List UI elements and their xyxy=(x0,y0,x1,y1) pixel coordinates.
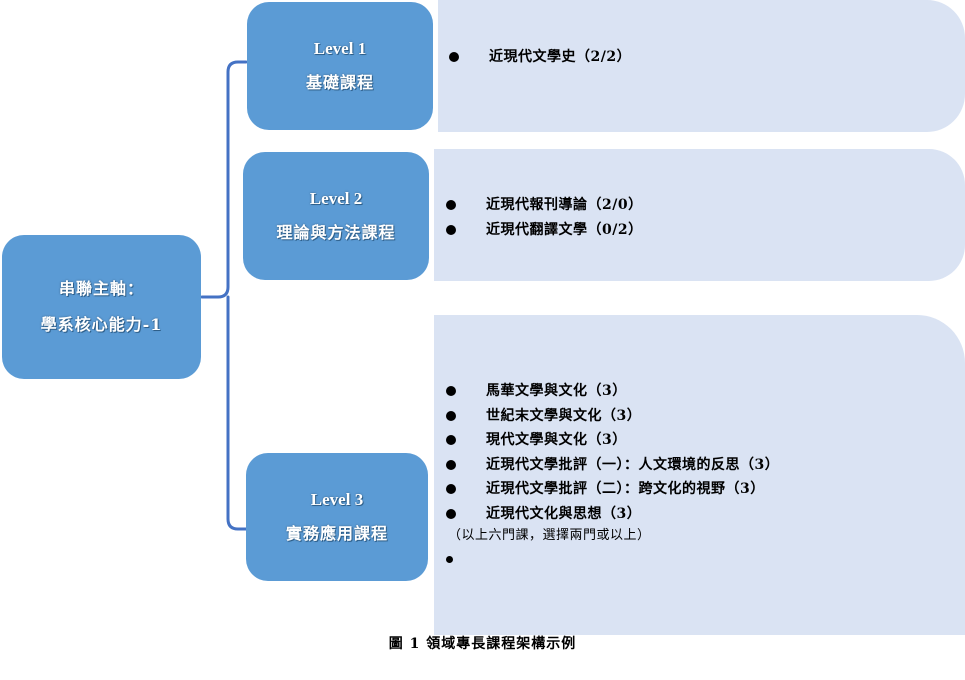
list-item: 近現代報刊導論（2/0） xyxy=(446,193,643,218)
empty-bullet-icon xyxy=(446,556,453,563)
level3-label: Level 3 xyxy=(310,490,364,509)
root-node: 串聯主軸： 學系核心能力-1 xyxy=(2,235,201,379)
bracket-line xyxy=(200,60,248,531)
list-item: 近現代文學批評（一）：人文環境的反思（3） xyxy=(446,453,779,478)
bullet-icon xyxy=(446,484,456,494)
list-item: 近現代文學批評（二）：跨文化的視野（3） xyxy=(446,477,779,502)
list-item: 近現代翻譯文學（0/2） xyxy=(446,218,643,243)
list-item: 近現代文學史（2/2） xyxy=(449,45,631,70)
level1-course-list: 近現代文學史（2/2） xyxy=(449,45,631,70)
figure-caption: 圖 1 領域專長課程架構示例 xyxy=(388,636,577,652)
bullet-icon xyxy=(449,52,459,62)
level3-course-list: 馬華文學與文化（3） 世紀末文學與文化（3） 現代文學與文化（3） 近現代文學批… xyxy=(446,379,779,526)
level2-course-panel xyxy=(434,149,965,281)
level3-selection-note: （以上六門課，選擇兩門或以上） xyxy=(448,528,651,543)
level3-name: 實務應用課程 xyxy=(285,524,388,543)
bullet-icon xyxy=(446,410,456,421)
bullet-icon xyxy=(446,200,456,210)
level2-node: Level 2 理論與方法課程 xyxy=(243,152,429,280)
bullet-icon xyxy=(446,508,456,519)
list-item: 世紀末文學與文化（3） xyxy=(446,404,779,429)
list-item: 馬華文學與文化（3） xyxy=(446,379,779,404)
bullet-icon xyxy=(446,435,456,445)
list-item: 現代文學與文化（3） xyxy=(446,428,779,453)
root-subtitle: 學系核心能力-1 xyxy=(40,315,163,334)
level1-label: Level 1 xyxy=(313,39,367,58)
root-title: 串聯主軸： xyxy=(58,279,144,298)
level3-course-panel xyxy=(434,315,965,635)
bullet-icon xyxy=(446,459,456,470)
level2-name: 理論與方法課程 xyxy=(276,223,396,242)
list-item: 近現代文化與思想（3） xyxy=(446,502,779,527)
bullet-icon xyxy=(446,224,456,235)
bullet-icon xyxy=(446,386,456,396)
level1-course-panel xyxy=(438,0,965,132)
level2-label: Level 2 xyxy=(309,189,363,208)
level1-node: Level 1 基礎課程 xyxy=(247,2,433,130)
level1-name: 基礎課程 xyxy=(305,73,374,92)
level3-node: Level 3 實務應用課程 xyxy=(246,453,428,581)
level2-course-list: 近現代報刊導論（2/0） 近現代翻譯文學（0/2） xyxy=(446,193,643,242)
